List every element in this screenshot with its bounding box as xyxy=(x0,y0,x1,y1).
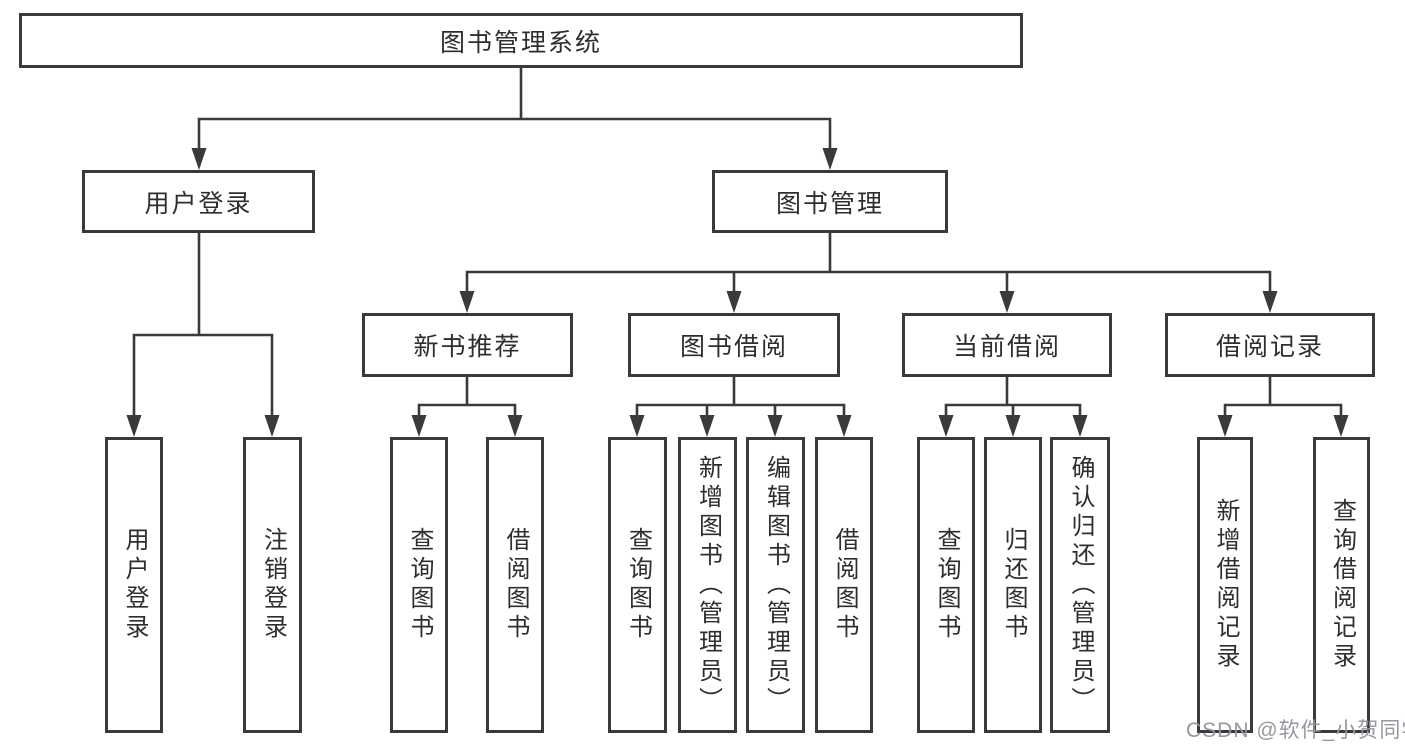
node-root-system: 图书管理系统 xyxy=(19,13,1023,68)
leaf-confirm-return-admin: 确认归还（管理员） xyxy=(1050,437,1110,733)
node-book-management: 图书管理 xyxy=(712,170,948,233)
leaf-query-book-newbook-label: 查询图书 xyxy=(406,527,433,643)
node-new-book-recommend: 新书推荐 xyxy=(362,313,573,377)
leaf-edit-book-admin-label: 编辑图书（管理员） xyxy=(762,454,790,716)
leaf-user-login-label: 用户登录 xyxy=(121,527,148,643)
leaf-logout-label: 注销登录 xyxy=(259,527,287,643)
connector-root xyxy=(197,68,832,150)
leaf-borrow-book-newbook: 借阅图书 xyxy=(486,437,544,733)
connector-borrow-record xyxy=(1223,377,1343,419)
connector-current-borrow xyxy=(944,377,1082,419)
connector-book-borrow xyxy=(635,377,846,419)
node-book-borrowing: 图书借阅 xyxy=(628,313,840,377)
leaf-add-borrow-record-label: 新增借阅记录 xyxy=(1212,498,1239,672)
leaf-confirm-return-admin-label: 确认归还（管理员） xyxy=(1067,454,1094,716)
leaf-query-borrow-record-label: 查询借阅记录 xyxy=(1328,498,1356,672)
leaf-borrow-book-newbook-label: 借阅图书 xyxy=(502,527,529,643)
leaf-borrow-book-borrowing-label: 借阅图书 xyxy=(831,527,858,643)
node-current-borrowing: 当前借阅 xyxy=(902,313,1112,377)
connector-book-management xyxy=(465,233,1272,293)
leaf-query-book-current-label: 查询图书 xyxy=(933,527,960,643)
leaf-query-book-borrowing: 查询图书 xyxy=(608,437,667,733)
leaf-borrow-book-borrowing: 借阅图书 xyxy=(815,437,873,733)
leaf-query-book-current: 查询图书 xyxy=(917,437,975,733)
node-borrowing-records: 借阅记录 xyxy=(1165,313,1375,377)
connector-user-login xyxy=(132,233,274,419)
leaf-query-book-borrowing-label: 查询图书 xyxy=(624,527,652,643)
leaf-add-book-admin-label: 新增图书（管理员） xyxy=(694,454,722,716)
leaf-query-book-newbook: 查询图书 xyxy=(390,437,448,733)
csdn-watermark: CSDN @软件_小贺同学 xyxy=(1186,719,1405,742)
leaf-logout: 注销登录 xyxy=(243,437,302,733)
leaf-user-login: 用户登录 xyxy=(105,437,163,733)
leaf-return-book-label: 归还图书 xyxy=(1000,527,1027,643)
node-user-login: 用户登录 xyxy=(82,170,315,233)
leaf-edit-book-admin: 编辑图书（管理员） xyxy=(746,437,805,733)
connector-new-book xyxy=(417,377,517,419)
leaf-query-borrow-record: 查询借阅记录 xyxy=(1313,437,1370,733)
leaf-add-book-admin: 新增图书（管理员） xyxy=(678,437,737,733)
leaf-add-borrow-record: 新增借阅记录 xyxy=(1197,437,1253,733)
leaf-return-book: 归还图书 xyxy=(984,437,1042,733)
